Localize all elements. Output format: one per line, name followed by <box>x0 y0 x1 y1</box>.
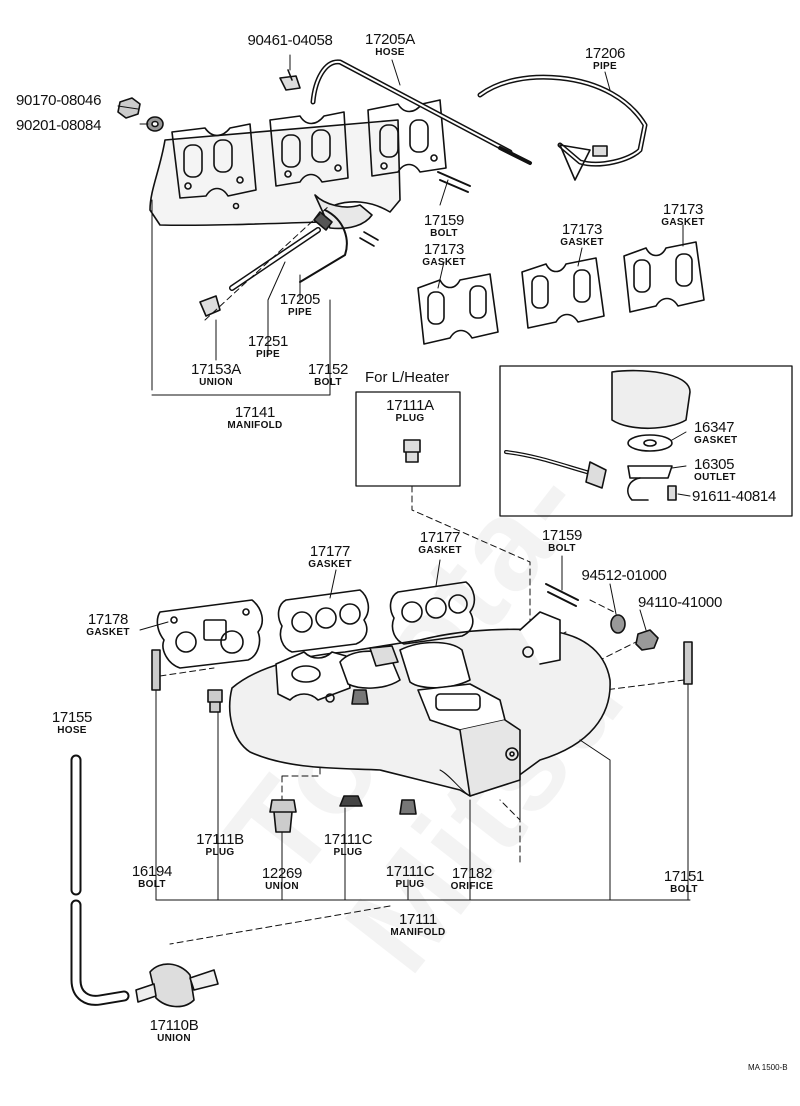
bolt-17159-upper <box>437 171 471 193</box>
callout-box-heater <box>355 391 461 487</box>
part-label-91611-40814: 91611-40814 <box>692 488 777 505</box>
part-label-90461-04058: 90461-04058 <box>247 32 333 49</box>
part-label-90170-08046: 90170-08046 <box>16 92 102 109</box>
exhaust-manifold-17141 <box>149 99 447 247</box>
gaskets-17173 <box>417 241 705 345</box>
plug-17111b <box>207 689 223 713</box>
plug-17111c-a <box>339 795 363 807</box>
part-label-90201-08084: 90201-08084 <box>16 117 102 134</box>
part-label-94512-01000: 94512-01000 <box>581 567 667 584</box>
part-label-94110-41000: 94110-41000 <box>637 594 723 611</box>
leader-lines-lower <box>139 555 691 901</box>
nut-94110-41000 <box>635 629 659 651</box>
union-17153a <box>199 295 221 317</box>
callout-title-heater: For L/Heater <box>365 369 450 386</box>
hose-17155 <box>70 754 130 1006</box>
detail-box-outlet <box>499 365 793 517</box>
clip-90461-04058 <box>279 69 301 91</box>
union-17110b <box>135 963 219 1008</box>
plug-17111a <box>403 439 421 463</box>
gaskets-17177-17178 <box>156 581 476 669</box>
pipe-17206 <box>477 74 648 181</box>
bolt-17151 <box>683 641 693 685</box>
bolt-17159-lower <box>545 583 579 607</box>
washer-94512-01000 <box>610 614 626 634</box>
leader-lines-upper <box>117 54 684 396</box>
plug-17111c-b <box>399 799 417 815</box>
union-12269 <box>269 799 297 833</box>
pipe-17205 <box>299 209 348 283</box>
intake-manifold-17111 <box>228 611 611 797</box>
stud-16194 <box>151 649 161 691</box>
diagram-code: MA 1500-B <box>748 1063 788 1072</box>
hose-17205a <box>310 59 532 165</box>
outlet-detail-drawing <box>504 369 691 501</box>
